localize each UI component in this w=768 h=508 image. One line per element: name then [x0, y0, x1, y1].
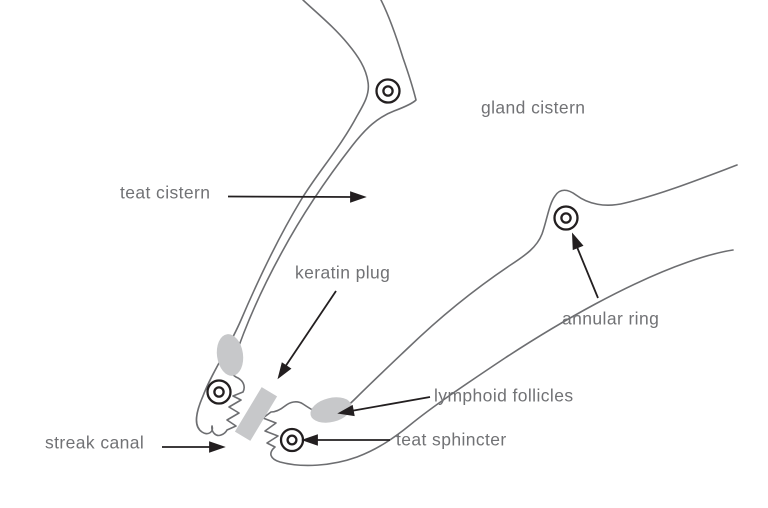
- lymphoid-follicles-arrow: [337, 396, 431, 417]
- streak-canal-label: streak canal: [45, 432, 145, 453]
- teat-cistern-arrow: [227, 191, 367, 203]
- gland-cistern-label: gland cistern: [481, 97, 586, 118]
- concentric-markers-group: [206, 78, 579, 453]
- keratin-plug-label: keratin plug: [295, 262, 391, 283]
- lymphoid-follicle-left-shape: [216, 334, 244, 376]
- arrows-group: [162, 191, 599, 453]
- keratin-plug-shape: [234, 387, 278, 441]
- keratin-plug-arrow: [277, 290, 337, 380]
- teat-sphincter-label: teat sphincter: [396, 429, 507, 450]
- lymphoid-follicles-label: lymphoid follicles: [434, 385, 574, 406]
- gray-structures-group: [216, 334, 352, 441]
- duct-wall-outline: [262, 164, 738, 467]
- teat-sphincter-marker-icon: [279, 427, 305, 453]
- teat-tip-marker-icon: [206, 379, 232, 405]
- annular-ring-arrow: [571, 232, 599, 299]
- teat-cistern-label: teat cistern: [120, 182, 211, 203]
- annular-ring-marker-icon: [553, 205, 579, 231]
- teat-sphincter-arrow: [301, 434, 390, 446]
- lymphoid-follicle-right-shape: [310, 397, 352, 423]
- teat-wall-outline: [195, 0, 417, 437]
- teat-outline-group: [195, 0, 738, 467]
- annular-ring-label: annular ring: [562, 308, 660, 329]
- streak-canal-arrow: [162, 441, 226, 453]
- gland-cistern-marker-icon: [375, 78, 401, 104]
